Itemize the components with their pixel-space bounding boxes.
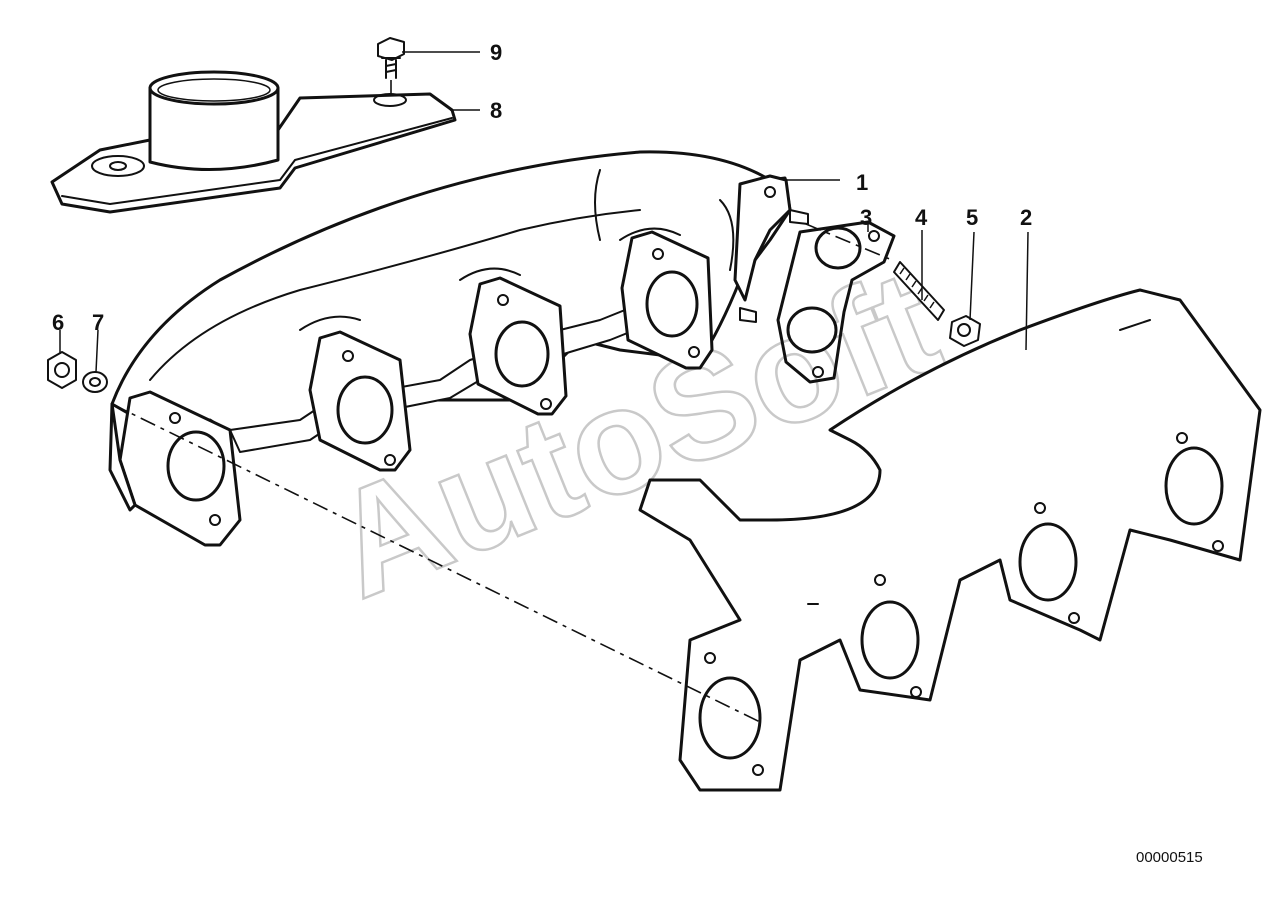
- diagram-id: 00000515: [1136, 849, 1203, 866]
- nut-6: [47, 351, 77, 389]
- manifold-gasket: [638, 288, 1262, 792]
- callout-3: 3: [860, 205, 872, 230]
- outlet-gasket: [776, 220, 896, 384]
- callout-7: 7: [92, 310, 104, 335]
- callout-4: 4: [915, 205, 928, 230]
- callout-8: 8: [490, 98, 502, 123]
- exhaust-manifold: [108, 150, 809, 547]
- callout-2: 2: [1020, 205, 1032, 230]
- washer: [82, 371, 108, 393]
- alignment-lines: [111, 223, 893, 723]
- heat-shield: [50, 70, 457, 214]
- callouts: 1 2 3 4 5 6 7 8 9: [52, 40, 1032, 335]
- stud: [893, 261, 945, 321]
- callout-9: 9: [490, 40, 502, 65]
- callout-1: 1: [856, 170, 868, 195]
- nut-5: [949, 315, 981, 347]
- bolt: [377, 37, 405, 100]
- callout-6: 6: [52, 310, 64, 335]
- leader-lines: [59, 51, 1029, 373]
- callout-5: 5: [966, 205, 978, 230]
